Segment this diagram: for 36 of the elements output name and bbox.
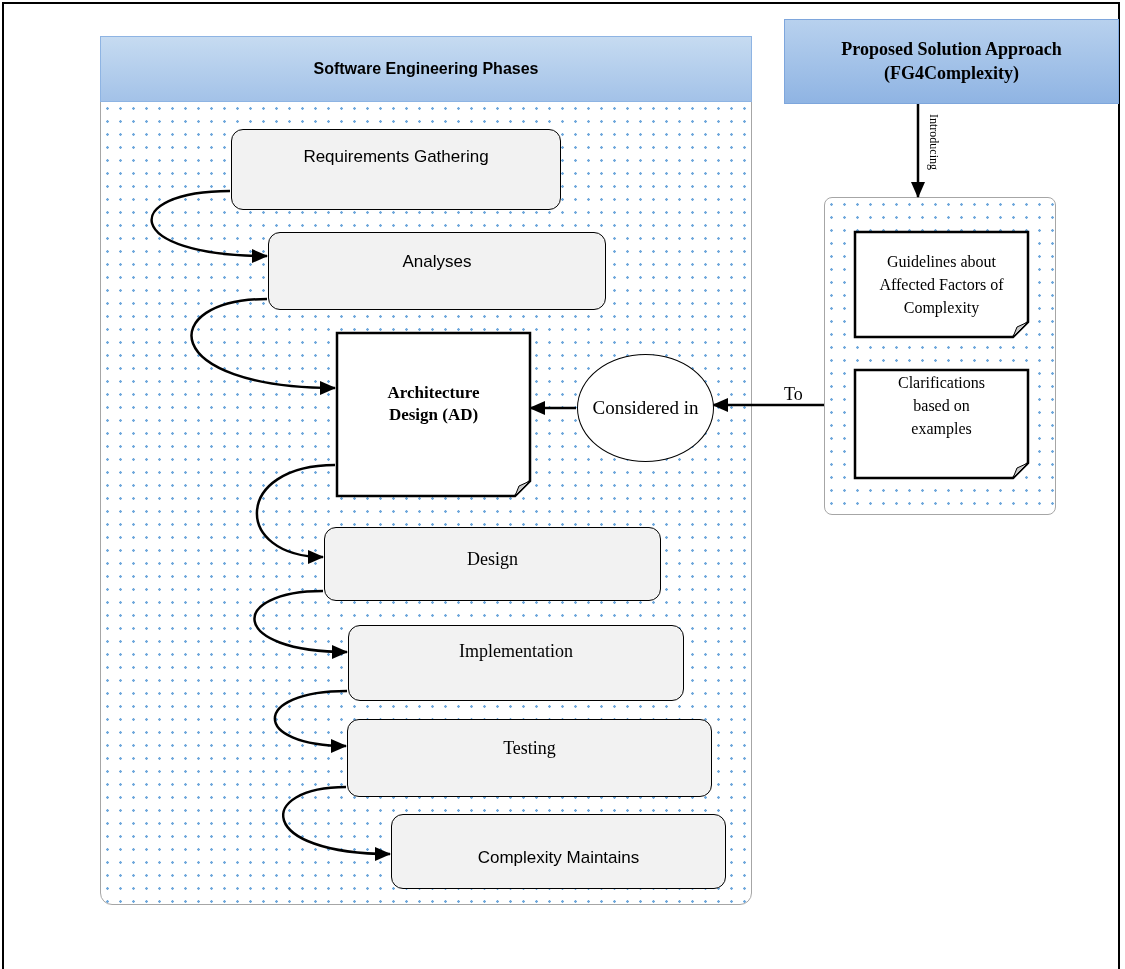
node-label: Testing	[503, 737, 556, 760]
process-box	[268, 232, 606, 310]
process-box	[231, 129, 561, 210]
node-label: Implementation	[459, 640, 573, 663]
phase-panel	[100, 36, 752, 905]
note-box	[336, 332, 531, 497]
arrow	[273, 689, 348, 753]
node-label: Considered in	[592, 395, 699, 420]
ellipse-node	[577, 354, 714, 462]
edge-label: To	[784, 385, 803, 403]
node-label: Guidelines about Affected Factors of Complexity	[878, 251, 1005, 319]
process-box	[348, 625, 684, 701]
process-box	[347, 719, 712, 797]
node-label: Design	[467, 548, 518, 571]
process-box	[324, 527, 661, 601]
node-label: Clarifications based on examples	[896, 373, 987, 440]
arrow	[255, 463, 336, 563]
arrow	[282, 785, 391, 861]
header-box	[784, 19, 1119, 104]
edge-label: Introducing	[928, 114, 940, 170]
dotted-panel	[824, 197, 1056, 515]
node-label: Complexity Maintains	[477, 847, 640, 869]
arrow	[712, 398, 824, 412]
node-label: Analyses	[402, 251, 472, 273]
note-box	[854, 231, 1029, 338]
arrow	[529, 401, 576, 415]
node-label: Proposed Solution Approach (FG4Complexity)	[840, 38, 1063, 85]
node-label: Architecture Design (AD)	[386, 382, 481, 427]
node-label: Requirements Gathering	[303, 146, 489, 168]
arrow	[150, 189, 268, 263]
arrow	[253, 589, 348, 659]
process-box	[391, 814, 726, 889]
panel-header: Software Engineering Phases	[100, 36, 752, 102]
arrow	[911, 104, 925, 198]
arrow	[190, 297, 336, 395]
note-box	[854, 369, 1029, 479]
